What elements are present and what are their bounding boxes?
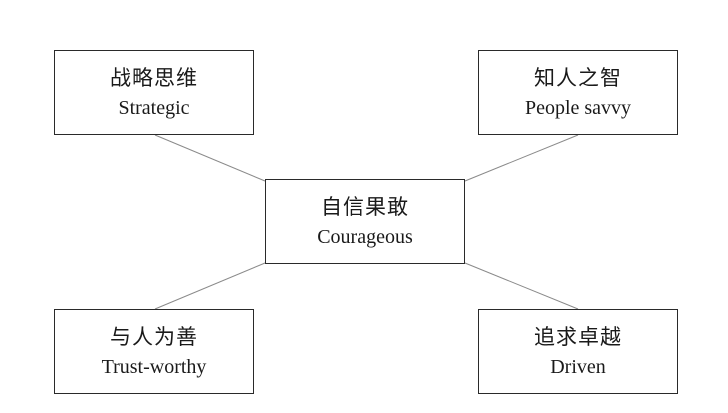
node-driven-zh-label: 追求卓越 <box>534 324 622 349</box>
node-strategic: 战略思维 Strategic <box>54 50 254 135</box>
node-courageous-center: 自信果敢 Courageous <box>265 179 465 264</box>
node-strategic-en-label: Strategic <box>118 96 190 119</box>
connector-bottom-left <box>154 262 266 310</box>
node-courageous-en-label: Courageous <box>317 225 413 248</box>
node-driven-en-label: Driven <box>550 355 606 378</box>
node-strategic-zh-label: 战略思维 <box>110 65 198 90</box>
connector-top-left <box>154 134 266 182</box>
node-people-savvy: 知人之智 People savvy <box>478 50 678 135</box>
node-trust-worthy-zh-label: 与人为善 <box>110 324 198 349</box>
connector-top-right <box>464 134 579 182</box>
node-courageous-zh-label: 自信果敢 <box>321 194 409 219</box>
connector-bottom-right <box>464 262 579 310</box>
node-trust-worthy: 与人为善 Trust-worthy <box>54 309 254 394</box>
node-people-savvy-en-label: People savvy <box>524 96 632 119</box>
node-people-savvy-zh-label: 知人之智 <box>534 65 622 90</box>
node-trust-worthy-en-label: Trust-worthy <box>101 355 207 378</box>
node-driven: 追求卓越 Driven <box>478 309 678 394</box>
